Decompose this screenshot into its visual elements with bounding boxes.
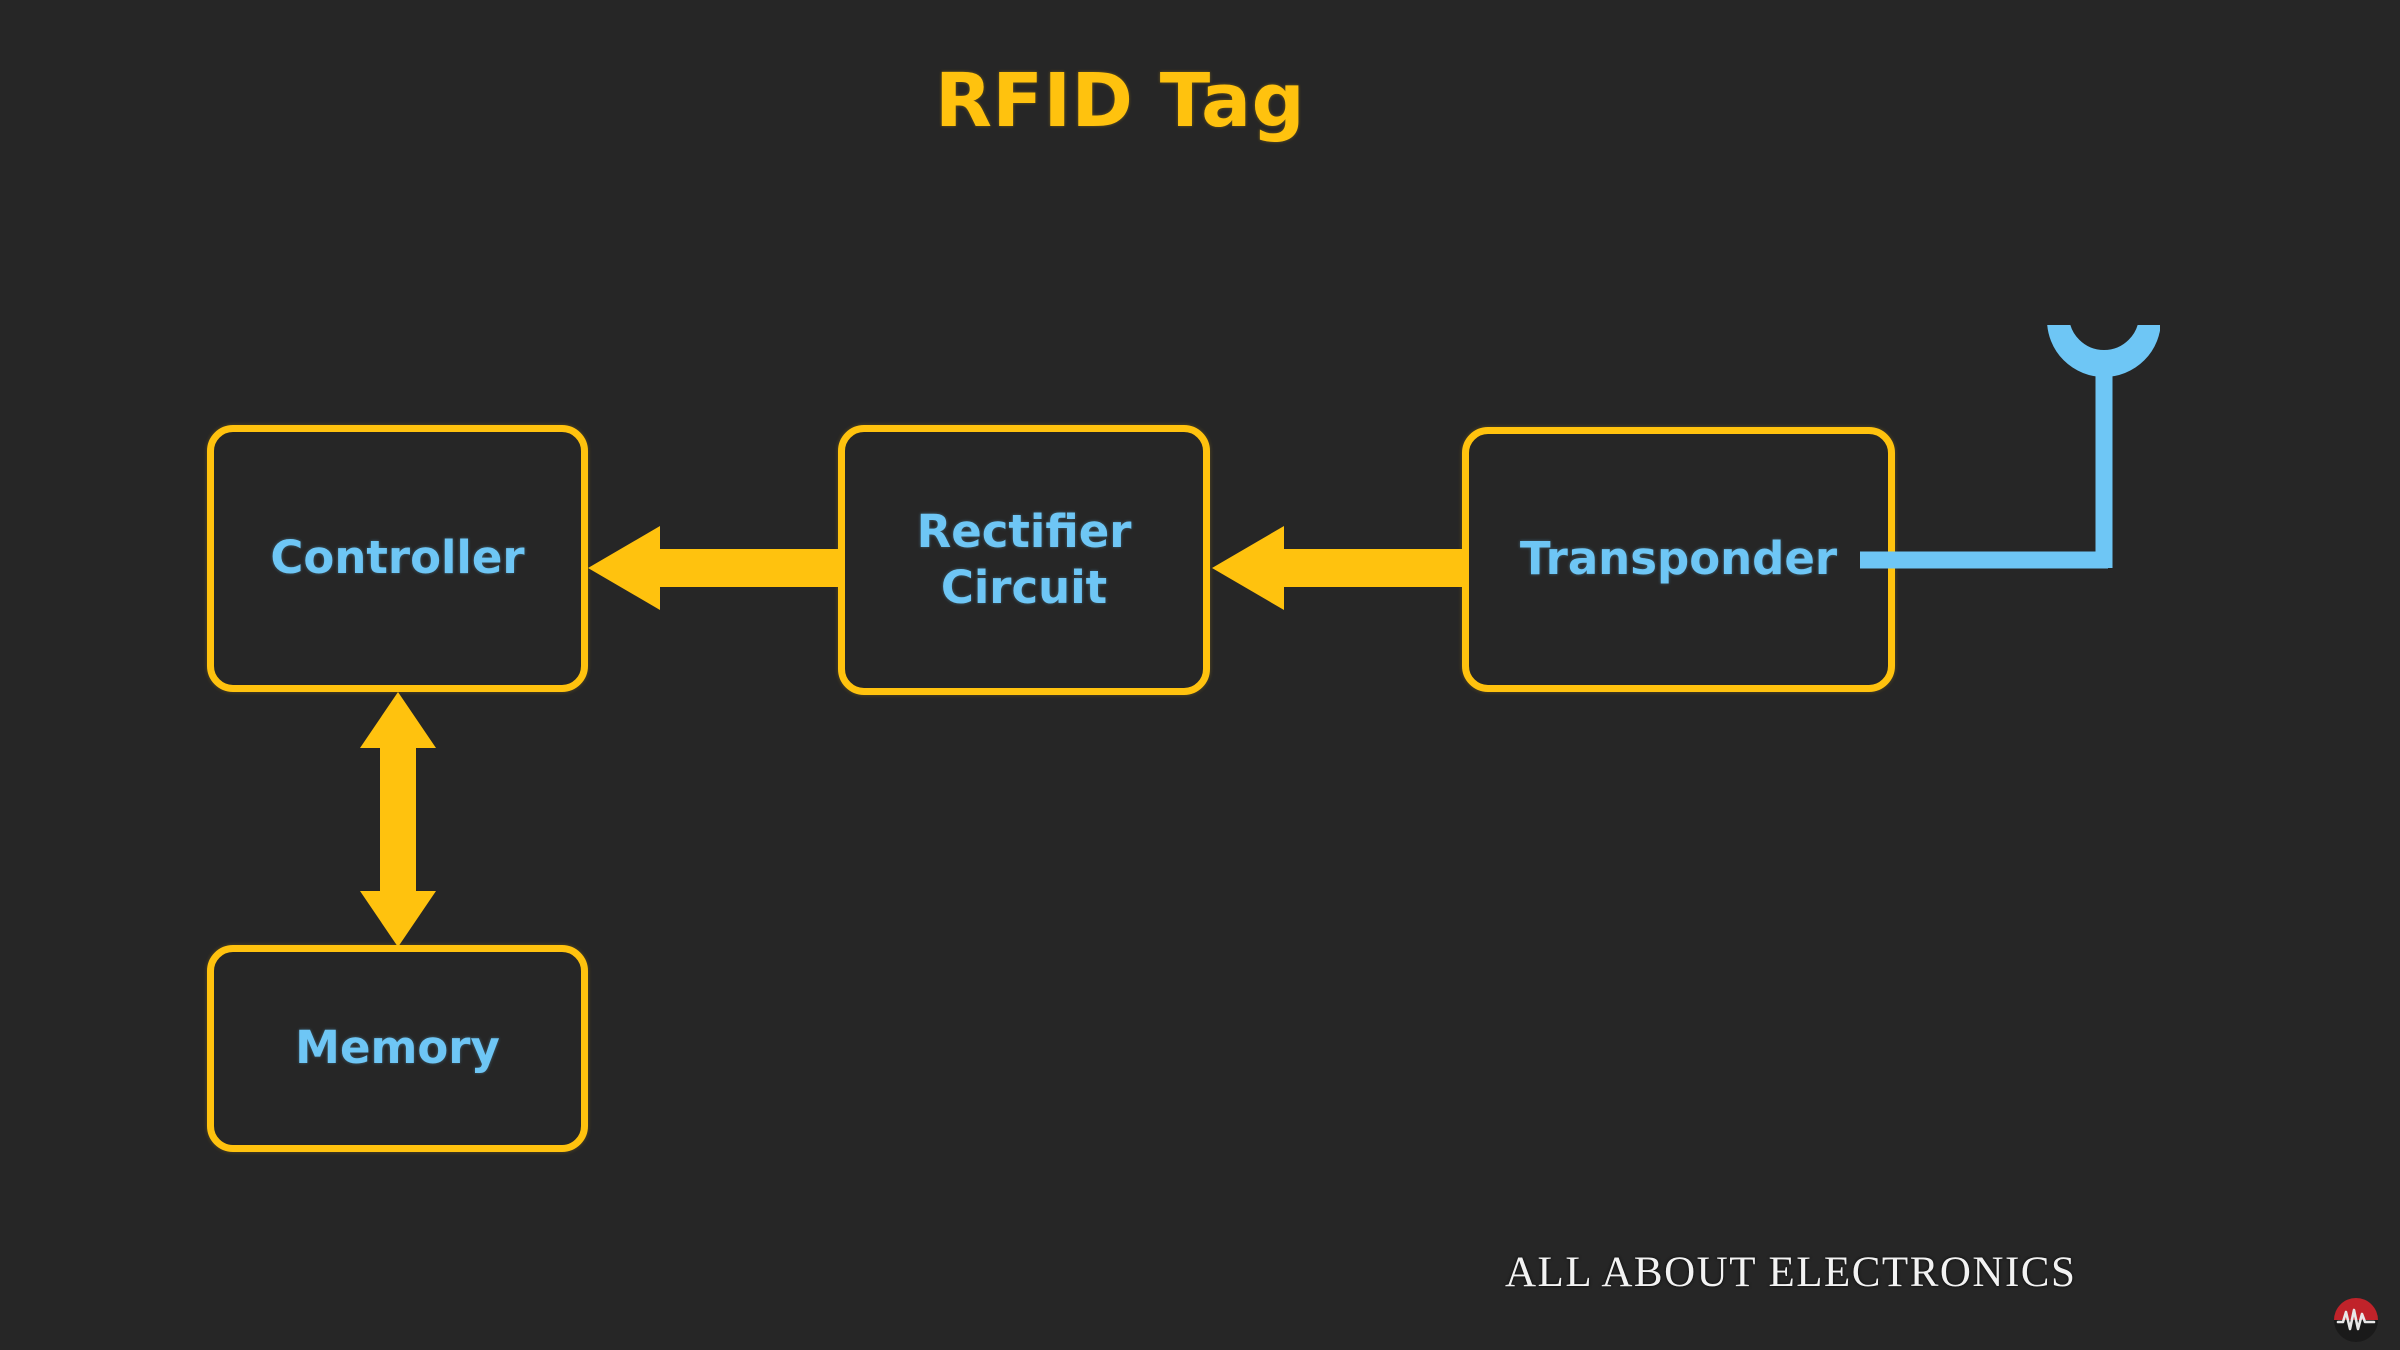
arrow-controller-memory-bidirectional — [352, 692, 444, 947]
block-memory-label: Memory — [295, 1021, 500, 1075]
block-transponder-label: Transponder — [1519, 532, 1838, 586]
block-controller[interactable]: Controller — [207, 425, 588, 692]
block-rectifier-circuit[interactable]: Rectifier Circuit — [838, 425, 1210, 695]
brand-logo-icon — [2332, 1296, 2380, 1344]
page-title-text: RFID Tag — [934, 58, 1306, 144]
block-memory[interactable]: Memory — [207, 945, 588, 1152]
block-rectifier-circuit-label: Rectifier Circuit — [916, 504, 1132, 614]
page-title: RFID Tag — [0, 58, 2400, 144]
arrow-transponder-to-rectifier — [1212, 518, 1464, 618]
watermark-text: ALL ABOUT ELECTRONICS — [1505, 1249, 2077, 1296]
block-transponder[interactable]: Transponder — [1462, 427, 1895, 692]
antenna-icon — [1860, 325, 2160, 595]
block-controller-label: Controller — [270, 531, 525, 585]
arrow-rectifier-to-controller — [588, 518, 840, 618]
